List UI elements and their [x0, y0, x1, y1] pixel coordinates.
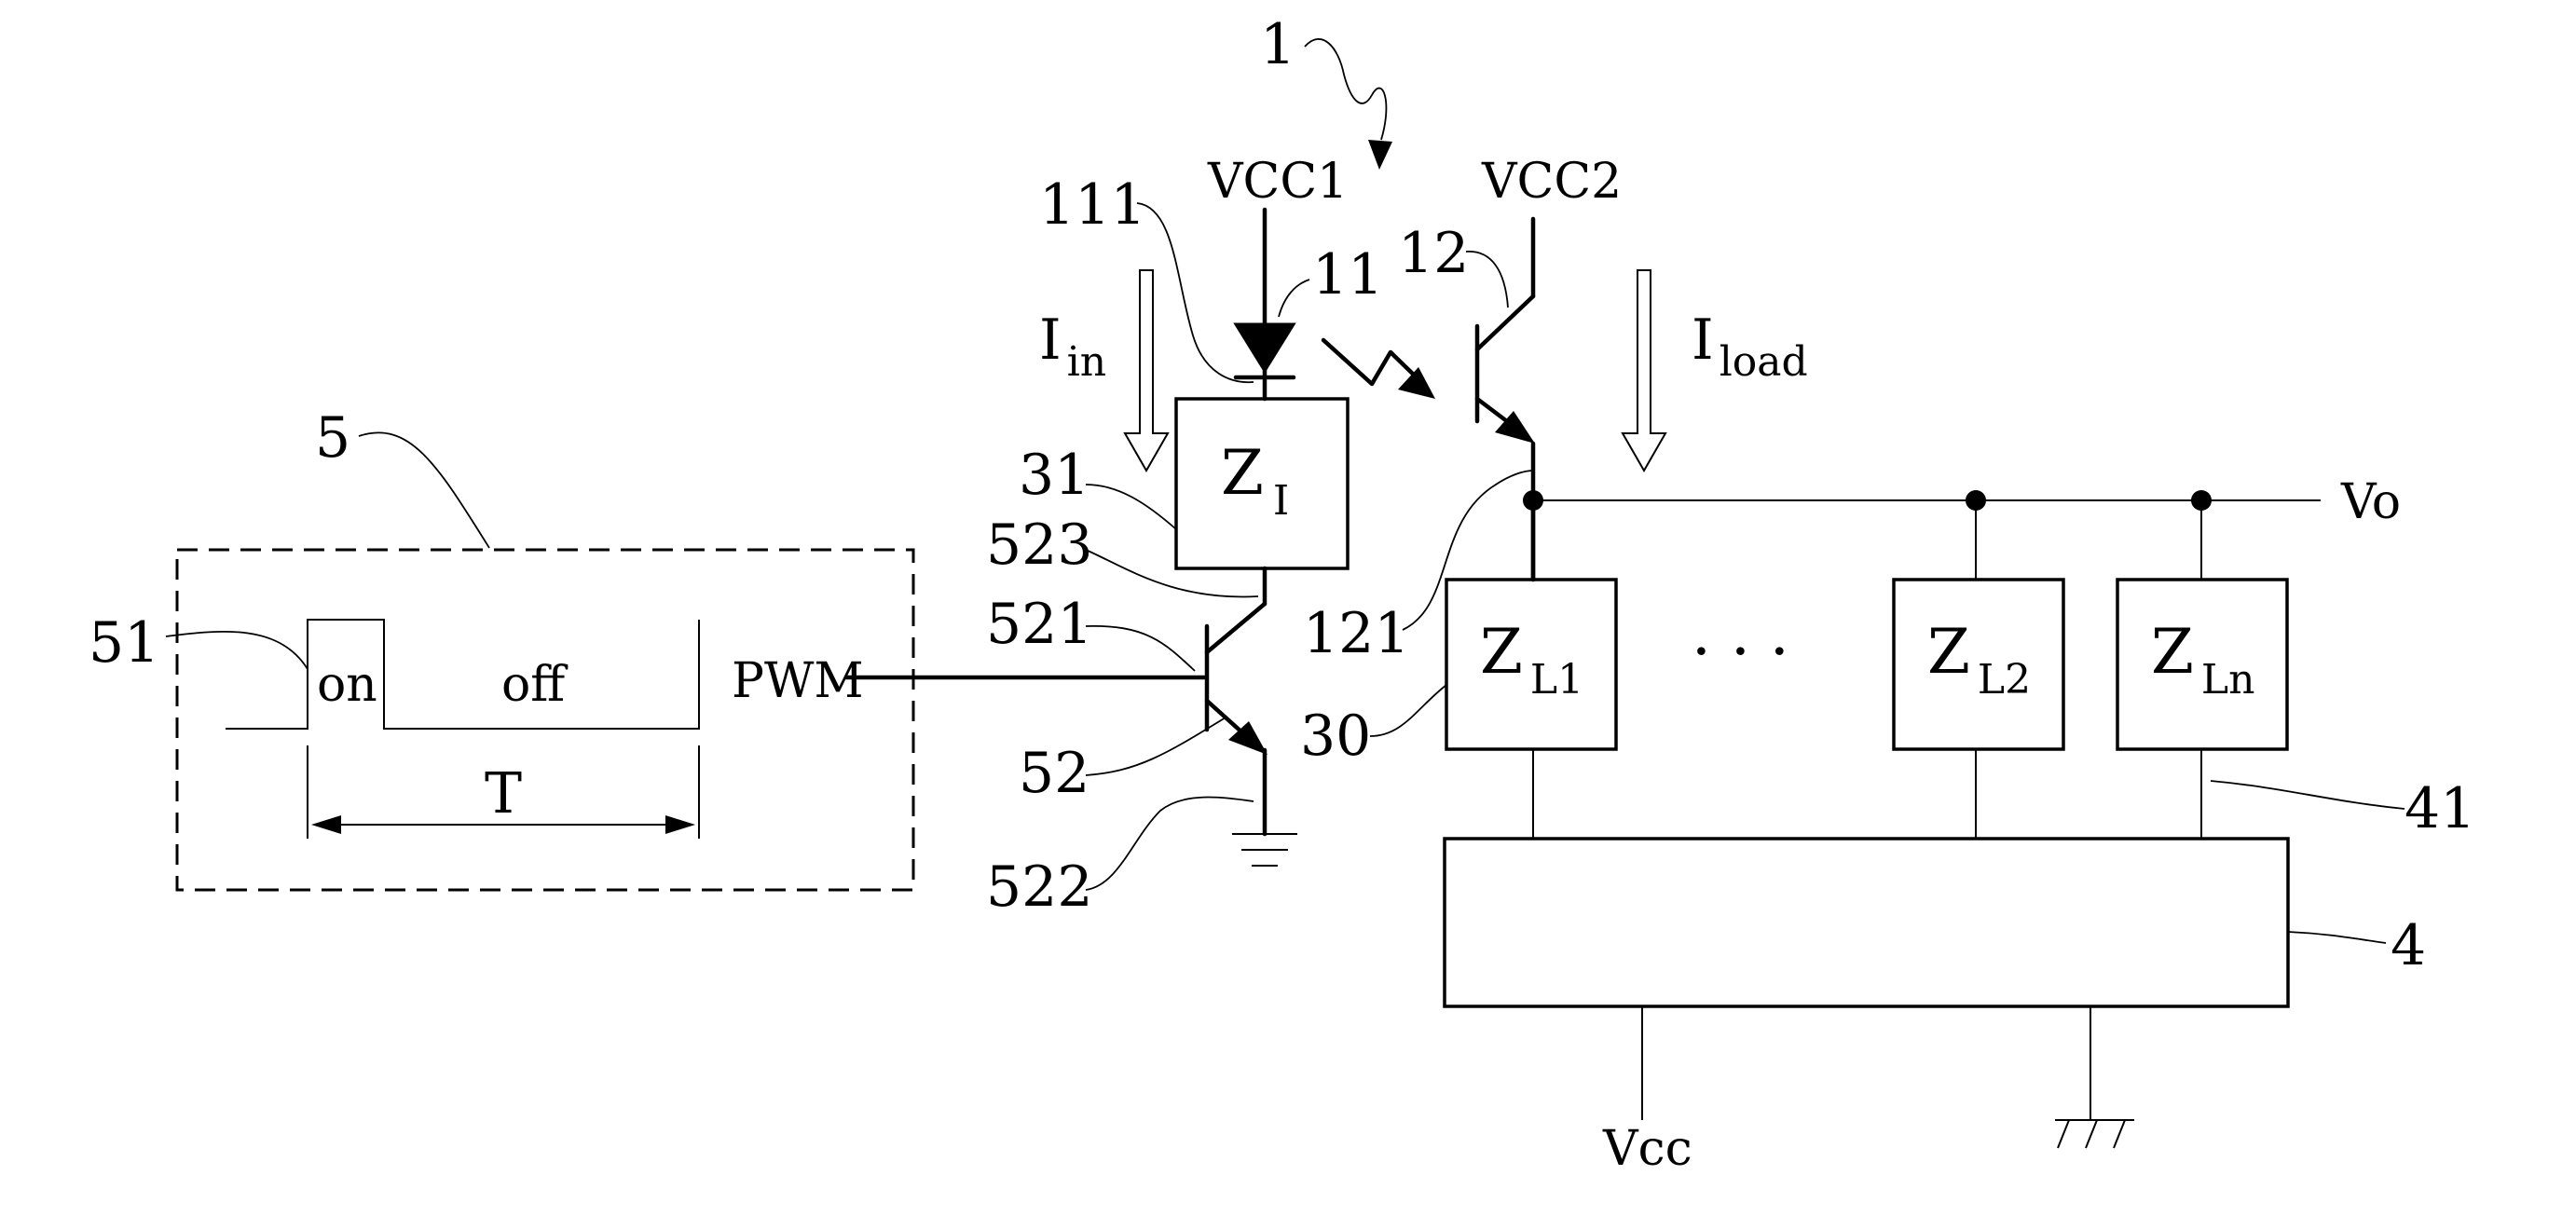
ground-4-hatch1: [2058, 1120, 2069, 1148]
leader-111: [1137, 203, 1254, 382]
leader-5: [359, 432, 489, 548]
pwm-waveform: [226, 620, 699, 729]
ref-1-arrowhead: [1368, 140, 1392, 170]
label-vo: Vo: [2340, 474, 2401, 530]
ref-5: 5: [315, 405, 350, 471]
led-11-body: [1236, 324, 1294, 371]
ref-4: 4: [2391, 913, 2426, 978]
period-arrowhead-right: [665, 815, 695, 834]
ref-52: 52: [1019, 741, 1089, 806]
leader-41: [2211, 781, 2405, 809]
optical-emission-line: [1323, 340, 1421, 384]
period-arrowhead-left: [311, 815, 341, 834]
leader-31: [1086, 485, 1176, 529]
label-iload: Iload: [1692, 308, 1808, 386]
leader-52: [1086, 718, 1226, 775]
ref-31: 31: [1019, 443, 1089, 508]
label-vcc: Vcc: [1602, 1121, 1692, 1177]
leader-12: [1466, 252, 1508, 308]
iin-arrow: [1125, 270, 1168, 471]
ground-4-hatch2: [2086, 1120, 2097, 1148]
impedance-zi-label: ZI: [1221, 437, 1289, 525]
ref-51: 51: [89, 610, 159, 676]
leader-51: [166, 632, 308, 669]
leader-523: [1086, 550, 1258, 596]
label-pwm: PWM: [732, 653, 864, 709]
label-vcc1: VCC1: [1207, 154, 1348, 210]
label-iin: Iin: [1039, 308, 1106, 386]
leader-11: [1279, 280, 1309, 317]
leader-521: [1086, 626, 1195, 671]
leader-30: [1370, 685, 1446, 736]
ref-11: 11: [1312, 242, 1383, 308]
label-on: on: [317, 657, 377, 713]
pwm-generator-box: [177, 550, 913, 890]
ref-523: 523: [986, 512, 1093, 578]
leader-121: [1403, 471, 1533, 630]
ref-522: 522: [986, 854, 1093, 920]
ref-12: 12: [1398, 221, 1469, 286]
leader-522: [1086, 798, 1254, 890]
ref-111: 111: [1039, 172, 1146, 238]
label-off: off: [501, 657, 569, 713]
label-vcc2: VCC2: [1481, 154, 1622, 210]
ref-1: 1: [1260, 12, 1295, 77]
leader-4: [2288, 932, 2386, 943]
impedance-zl1-label: ZL1: [1480, 616, 1583, 704]
label-period: T: [485, 761, 522, 827]
ref-30: 30: [1300, 704, 1371, 769]
impedance-zl2-label: ZL2: [1927, 616, 2031, 704]
phototransistor-12-collector: [1477, 296, 1533, 349]
ref-121: 121: [1303, 601, 1410, 666]
iload-arrow: [1623, 270, 1665, 471]
transistor-52-collector: [1207, 604, 1265, 652]
impedance-zln-label: ZLn: [2151, 616, 2254, 704]
ref-521: 521: [986, 592, 1093, 657]
control-block-4: [1445, 839, 2288, 1006]
ellipsis: · · ·: [1692, 616, 1789, 688]
ref-1-wavy-arrow: [1305, 39, 1386, 140]
ground-4-hatch3: [2114, 1120, 2125, 1148]
ref-41: 41: [2405, 776, 2475, 841]
optical-emission-arrowhead: [1398, 367, 1435, 399]
